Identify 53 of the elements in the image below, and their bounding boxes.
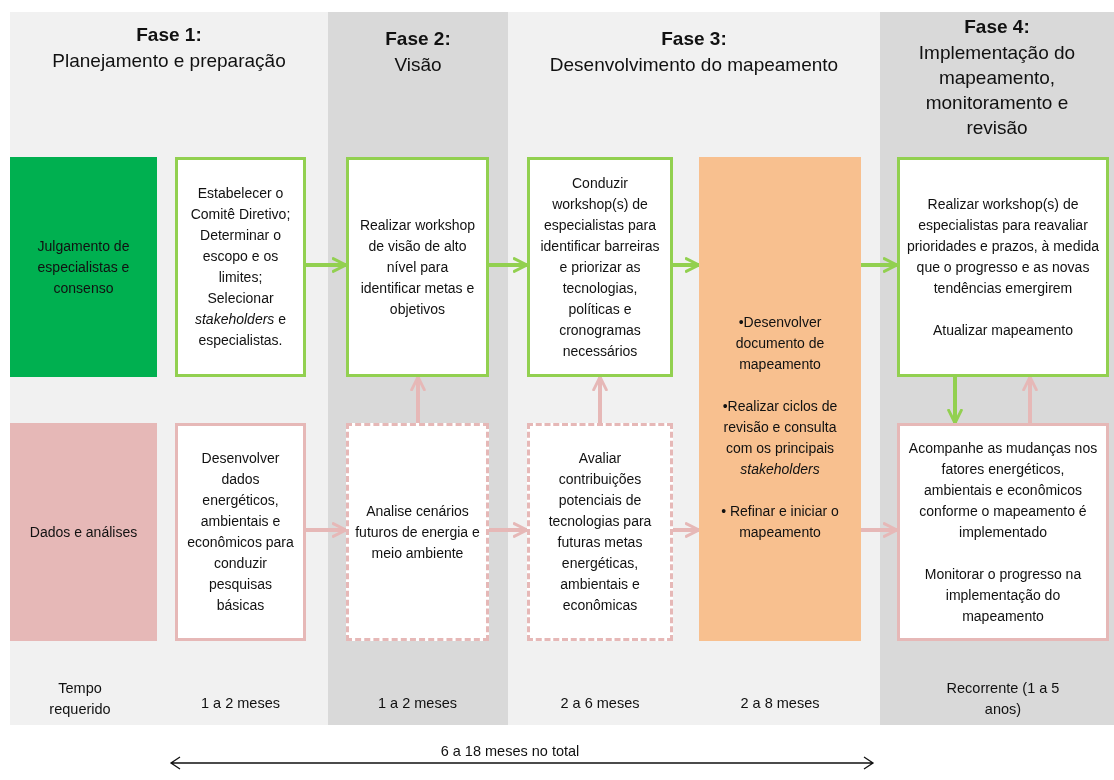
box-text: Avaliar contribuições potenciais de tecnologias para futuras metas energéticas, ambientais e econômicas	[547, 449, 653, 615]
box-text: Desenvolver dados energéticos, ambientais e econômicos para conduzir pesquisas básicas	[186, 449, 295, 615]
row-title: Dados e análises	[29, 522, 138, 542]
phase-title: Visão	[393, 53, 443, 77]
box-text: Estabelecer o Comitê Diretivo; Determinar o escopo e os limites; Selecionar stakeholders e especialistas.	[189, 184, 292, 350]
box-text: Monitorar o progresso na implementação do mapeamento	[923, 564, 1083, 626]
process-box	[175, 157, 306, 377]
arrow	[947, 377, 963, 425]
arrow	[592, 375, 608, 423]
process-box	[897, 423, 1109, 641]
process-box	[897, 157, 1109, 377]
phase-number: Fase 3:	[660, 27, 728, 51]
arrow	[489, 257, 529, 273]
duration-text: 2 a 6 meses	[559, 694, 641, 713]
arrow	[861, 522, 899, 538]
time-label: Tempo requerido	[48, 679, 112, 719]
box-text: Conduzir workshop(s) de especialistas para identificar barreiras e priorizar as tecnologias, políticas e cronogramas necessários	[539, 173, 661, 361]
row-header	[10, 423, 157, 641]
arrow	[1022, 375, 1038, 423]
phase-title: Planejamento e preparação	[51, 49, 287, 73]
row-title: Julgamento de especialistas e consenso	[36, 236, 131, 298]
process-box	[346, 423, 489, 641]
arrow	[306, 522, 348, 538]
dimension-label: 6 a 18 meses no total	[440, 742, 580, 761]
process-box	[527, 157, 673, 377]
duration-text: 1 a 2 meses	[200, 694, 281, 713]
box-text: Realizar workshop(s) de especialistas para reavaliar prioridades e prazos, à medida que o progresso e as novas tendências emergirem	[906, 194, 1100, 298]
arrow	[489, 522, 529, 538]
duration-text: 2 a 8 meses	[739, 694, 821, 713]
phase-number: Fase 4:	[963, 15, 1031, 39]
arrow	[410, 375, 426, 423]
phase-title: Desenvolvimento do mapeamento	[548, 53, 840, 77]
box-text: Realizar workshop de visão de alto nível para identificar metas e objetivos	[358, 215, 477, 319]
row-header	[10, 157, 157, 377]
process-box	[346, 157, 489, 377]
process-box	[699, 157, 861, 641]
box-text: Acompanhe as mudanças nos fatores energéticos, ambientais e econômicos conforme o mapeamento é implementado	[907, 438, 1099, 542]
process-box	[175, 423, 306, 641]
arrow	[673, 257, 701, 273]
box-text: Atualizar mapeamento	[932, 320, 1074, 340]
box-text: •Realizar ciclos de revisão e consulta com os principais stakeholders	[721, 396, 839, 479]
phase-title: Implementação do mapeamento, monitoramento e revisão	[917, 41, 1077, 140]
arrow	[673, 522, 701, 538]
box-text: Analise cenários futuros de energia e meio ambiente	[355, 501, 480, 563]
phase-number: Fase 2:	[384, 27, 452, 51]
duration-text: 1 a 2 meses	[377, 694, 458, 713]
box-text: • Refinar e iniciar o mapeamento	[720, 501, 840, 542]
arrow	[861, 257, 899, 273]
duration-text: Recorrente (1 a 5 anos)	[945, 679, 1061, 719]
phase-number: Fase 1:	[135, 23, 203, 47]
arrow	[306, 257, 348, 273]
process-box	[527, 423, 673, 641]
box-text: •Desenvolver documento de mapeamento	[734, 312, 826, 374]
